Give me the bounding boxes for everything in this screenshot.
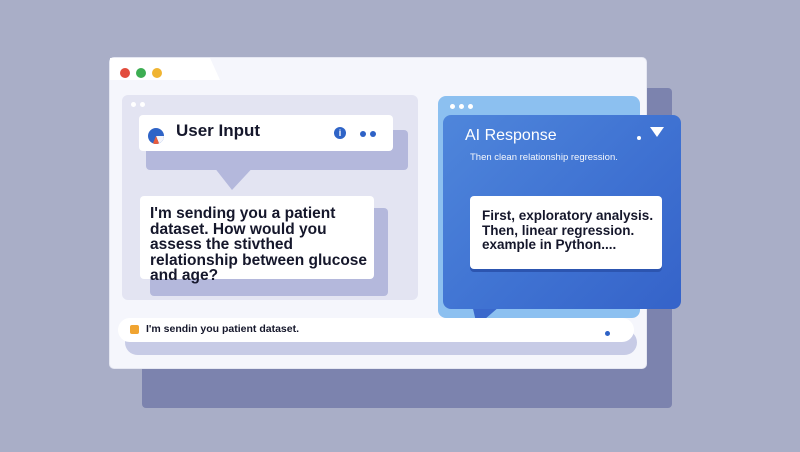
ai-response-subtitle: Then clean relationship regression.: [470, 152, 618, 163]
user-input-title: User Input: [176, 121, 261, 140]
close-button[interactable]: [120, 68, 130, 78]
message-input-text: I'm sendin you patient dataset.: [146, 323, 300, 335]
message-input[interactable]: [118, 318, 634, 342]
attachment-icon[interactable]: [130, 325, 139, 334]
header-card-tail: [210, 162, 258, 190]
chart-pie-icon: [148, 128, 164, 144]
panel-dot: [140, 102, 145, 107]
maximize-button[interactable]: [152, 68, 162, 78]
send-icon[interactable]: [605, 331, 610, 336]
more-dot[interactable]: [360, 131, 366, 137]
ai-menu-dot[interactable]: [637, 136, 641, 140]
ai-message: First, exploratory analysis. Then, linea…: [482, 208, 654, 252]
user-input-header-card: [139, 115, 393, 151]
panel-dot: [131, 102, 136, 107]
minimize-button[interactable]: [136, 68, 146, 78]
panel-dot: [459, 104, 464, 109]
more-dot[interactable]: [370, 131, 376, 137]
info-icon[interactable]: i: [334, 127, 346, 139]
panel-dot: [450, 104, 455, 109]
question-card: [140, 196, 374, 279]
ai-response-title: AI Response: [465, 127, 557, 144]
panel-dot: [468, 104, 473, 109]
dropdown-icon[interactable]: [650, 127, 664, 137]
response-card: [470, 196, 662, 269]
user-message: I'm sending you a patient dataset. How w…: [150, 205, 368, 284]
